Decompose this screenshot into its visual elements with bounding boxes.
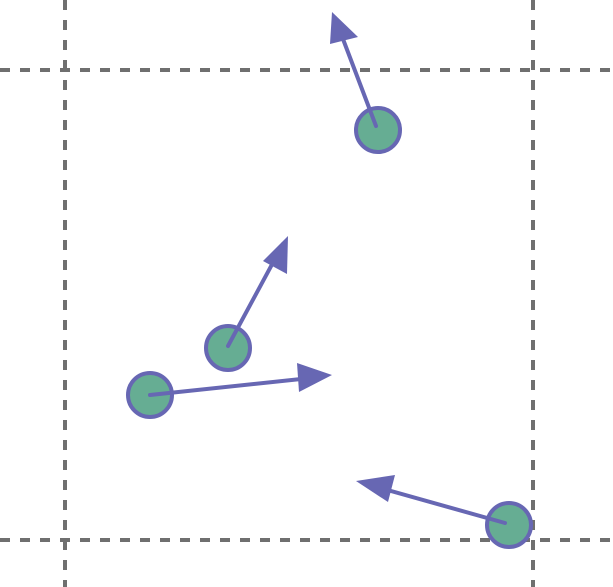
- velocity-arrowhead: [330, 12, 358, 44]
- particle-left: [126, 363, 332, 419]
- particle-top: [330, 12, 402, 154]
- particle-middle: [204, 236, 288, 372]
- velocity-arrowhead: [356, 475, 395, 502]
- particle-circle: [204, 324, 252, 372]
- velocity-arrowhead: [263, 236, 288, 274]
- velocity-arrow: [148, 375, 322, 397]
- particle-circle: [485, 501, 533, 549]
- velocity-arrowhead: [297, 363, 332, 392]
- particle-circle: [354, 106, 402, 154]
- particle-bottom-right: [356, 475, 533, 549]
